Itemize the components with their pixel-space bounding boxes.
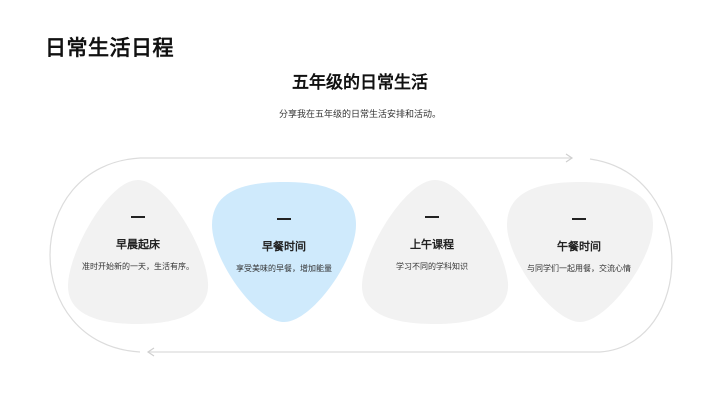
step-marker [572, 218, 586, 220]
step-text: 学习不同的学科知识 [396, 262, 468, 271]
step-card-wake-up[interactable]: 早晨起床 准时开始新的一天，生活有序。 [66, 178, 210, 328]
card-shape [212, 182, 356, 322]
page-title: 日常生活日程 [45, 36, 174, 60]
section-subtitle: 五年级的日常生活 [292, 73, 428, 93]
arrow-right-icon [565, 153, 574, 163]
step-text: 享受美味的早餐，增加能量 [236, 264, 332, 273]
step-text: 与同学们一起用餐，交流心情 [527, 264, 631, 273]
step-title: 早晨起床 [116, 238, 160, 251]
step-card-breakfast[interactable]: 早餐时间 享受美味的早餐，增加能量 [212, 180, 356, 330]
step-marker [131, 216, 145, 218]
card-shape [362, 180, 509, 324]
section-description: 分享我在五年级的日常生活安排和活动。 [278, 110, 441, 120]
step-text: 准时开始新的一天，生活有序。 [82, 262, 194, 271]
step-title: 午餐时间 [557, 240, 601, 253]
step-marker [277, 218, 291, 220]
card-shape [68, 180, 209, 324]
step-marker [425, 216, 439, 218]
arrow-left-icon [146, 347, 155, 357]
step-title: 早餐时间 [262, 240, 306, 253]
step-title: 上午课程 [410, 238, 454, 251]
card-shape [507, 182, 653, 322]
step-card-morning-class[interactable]: 上午课程 学习不同的学科知识 [360, 178, 509, 328]
step-card-lunch[interactable]: 午餐时间 与同学们一起用餐，交流心情 [507, 180, 653, 330]
